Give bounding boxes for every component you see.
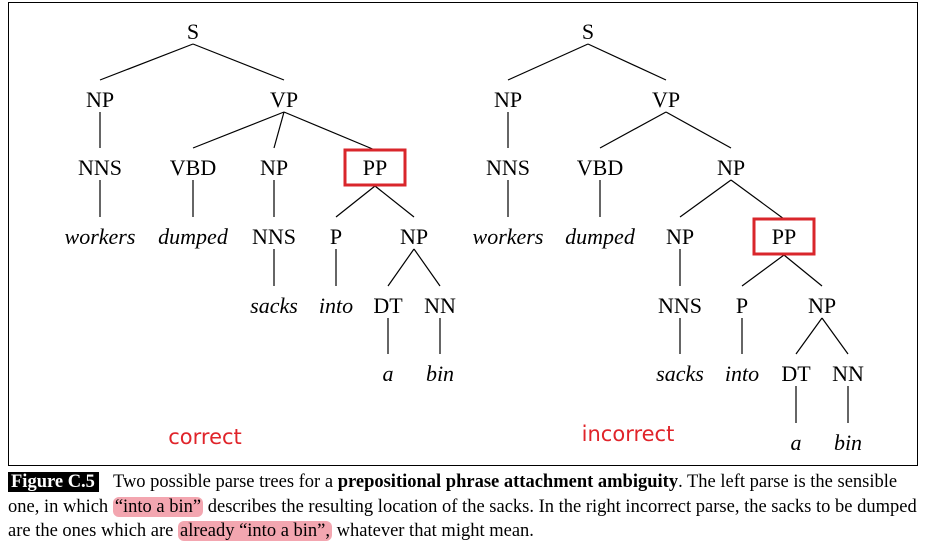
tree-edge xyxy=(413,248,441,287)
tree-leaf-word: sacks xyxy=(250,293,298,318)
tree-edge xyxy=(821,317,849,355)
caption-text-2: . The left parse is the sensible one, in… xyxy=(8,472,898,517)
tree-leaf-word: dumped xyxy=(158,224,229,249)
tree-node-dt: DT xyxy=(373,293,403,318)
tree-node-np: NP xyxy=(808,293,836,318)
tree-edge xyxy=(587,43,667,81)
figure-frame xyxy=(8,2,918,466)
tree-node-nns: NNS xyxy=(658,293,702,318)
tree-node-np: NP xyxy=(86,87,114,112)
tree-edge xyxy=(273,111,285,149)
tree-edge xyxy=(192,111,285,149)
tree-edge xyxy=(741,254,785,287)
tree-edge xyxy=(783,254,823,287)
tree-node-pp: PP xyxy=(363,155,387,180)
tree-node-dt: DT xyxy=(781,361,811,386)
tree-verdict-label: correct xyxy=(168,425,242,449)
tree-edge xyxy=(599,111,667,149)
figure-caption: Figure C.5 Two possible parse trees for a… xyxy=(8,470,922,544)
tree-node-np: NP xyxy=(400,224,428,249)
tree-node-s: S xyxy=(582,19,594,44)
caption-highlight-1: “into a bin” xyxy=(112,496,204,517)
tree-leaf-word: sacks xyxy=(656,361,704,386)
tree-leaf-word: into xyxy=(319,293,353,318)
tree-node-s: S xyxy=(187,19,199,44)
right-tree: SNPNNSworkersVPVBDdumpedNPNPNNSsacksPPPi… xyxy=(473,19,864,455)
caption-text-1: Two possible parse trees for a xyxy=(112,472,338,492)
tree-node-nns: NNS xyxy=(486,155,530,180)
tree-node-nns: NNS xyxy=(78,155,122,180)
tree-leaf-word: bin xyxy=(834,430,862,455)
tree-node-p: P xyxy=(330,224,342,249)
caption-text-4: whatever that might mean. xyxy=(332,521,534,541)
tree-leaf-word: bin xyxy=(426,361,454,386)
tree-edge xyxy=(507,43,589,81)
tree-node-np: NP xyxy=(717,155,745,180)
tree-leaf-word: into xyxy=(725,361,759,386)
figure-label: Figure C.5 xyxy=(8,472,99,492)
tree-leaf-word: workers xyxy=(65,224,136,249)
tree-node-np: NP xyxy=(260,155,288,180)
tree-node-vbd: VBD xyxy=(170,155,216,180)
tree-node-p: P xyxy=(736,293,748,318)
tree-edge xyxy=(679,179,732,218)
tree-node-vp: VP xyxy=(270,87,298,112)
tree-node-pp: PP xyxy=(772,224,796,249)
tree-leaf-word: workers xyxy=(473,224,544,249)
caption-bold-term: prepositional phrase attachment ambiguit… xyxy=(337,472,679,492)
tree-node-vp: VP xyxy=(652,87,680,112)
tree-leaf-word: a xyxy=(383,361,394,386)
left-tree: SNPNNSworkersVPVBDdumpedNPNNSsacksPPPint… xyxy=(65,19,456,449)
caption-text-3: describes the resulting location of the … xyxy=(8,496,917,542)
tree-node-nn: NN xyxy=(424,293,456,318)
tree-verdict-label: incorrect xyxy=(582,422,675,446)
tree-edge xyxy=(387,248,415,287)
tree-edge xyxy=(795,317,823,355)
tree-leaf-word: a xyxy=(791,430,802,455)
tree-leaf-word: dumped xyxy=(565,224,636,249)
pp-highlight-box xyxy=(343,148,407,187)
tree-node-nns: NNS xyxy=(252,224,296,249)
tree-edge xyxy=(374,185,415,218)
tree-edge xyxy=(730,179,785,220)
tree-node-np: NP xyxy=(666,224,694,249)
tree-node-np: NP xyxy=(494,87,522,112)
tree-edge xyxy=(192,43,285,81)
tree-edge xyxy=(665,111,732,149)
tree-node-nn: NN xyxy=(832,361,864,386)
tree-edge xyxy=(335,185,376,218)
parse-tree-diagram: SNPNNSworkersVPVBDdumpedNPNNSsacksPPPint… xyxy=(65,19,864,455)
caption-highlight-2: already “into a bin”, xyxy=(178,521,333,541)
pp-highlight-box xyxy=(752,217,816,256)
tree-edge xyxy=(99,43,194,81)
tree-edge xyxy=(283,111,376,151)
tree-node-vbd: VBD xyxy=(577,155,623,180)
